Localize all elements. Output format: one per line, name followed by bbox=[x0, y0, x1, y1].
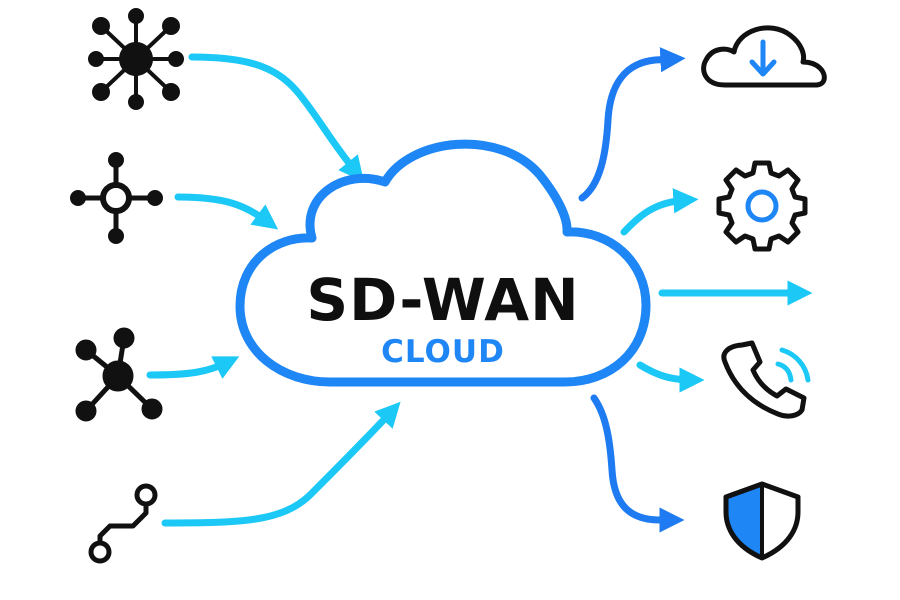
outbound-arrow-gear bbox=[620, 188, 699, 236]
inbound-arrow-4 bbox=[161, 401, 401, 527]
phone-signal-inner bbox=[775, 361, 794, 383]
network-node-cross-icon bbox=[70, 152, 163, 244]
inbound-arrow-2 bbox=[174, 193, 279, 230]
connection-path-icon bbox=[88, 483, 158, 564]
cloud-download-icon bbox=[701, 25, 827, 88]
gear-icon bbox=[716, 160, 808, 252]
inbound-arrows bbox=[146, 53, 401, 527]
cloud-title: SD-WAN bbox=[306, 266, 579, 334]
shield-icon bbox=[723, 481, 801, 561]
network-node-star-icon bbox=[75, 327, 163, 422]
cloud-subtitle: CLOUD bbox=[381, 334, 505, 370]
phone-signal-outer bbox=[779, 347, 811, 383]
outbound-arrow-shield bbox=[590, 394, 685, 533]
phone-icon bbox=[721, 340, 811, 419]
cloud-outline bbox=[235, 139, 651, 387]
outbound-arrow-download bbox=[578, 47, 686, 202]
inbound-arrow-1 bbox=[188, 53, 364, 182]
outbound-arrow-phone bbox=[636, 361, 705, 393]
network-hub-icon bbox=[88, 8, 184, 110]
inbound-arrow-3 bbox=[146, 356, 240, 379]
outbound-arrows bbox=[578, 47, 813, 533]
sd-wan-cloud: SD-WAN CLOUD bbox=[235, 139, 651, 387]
